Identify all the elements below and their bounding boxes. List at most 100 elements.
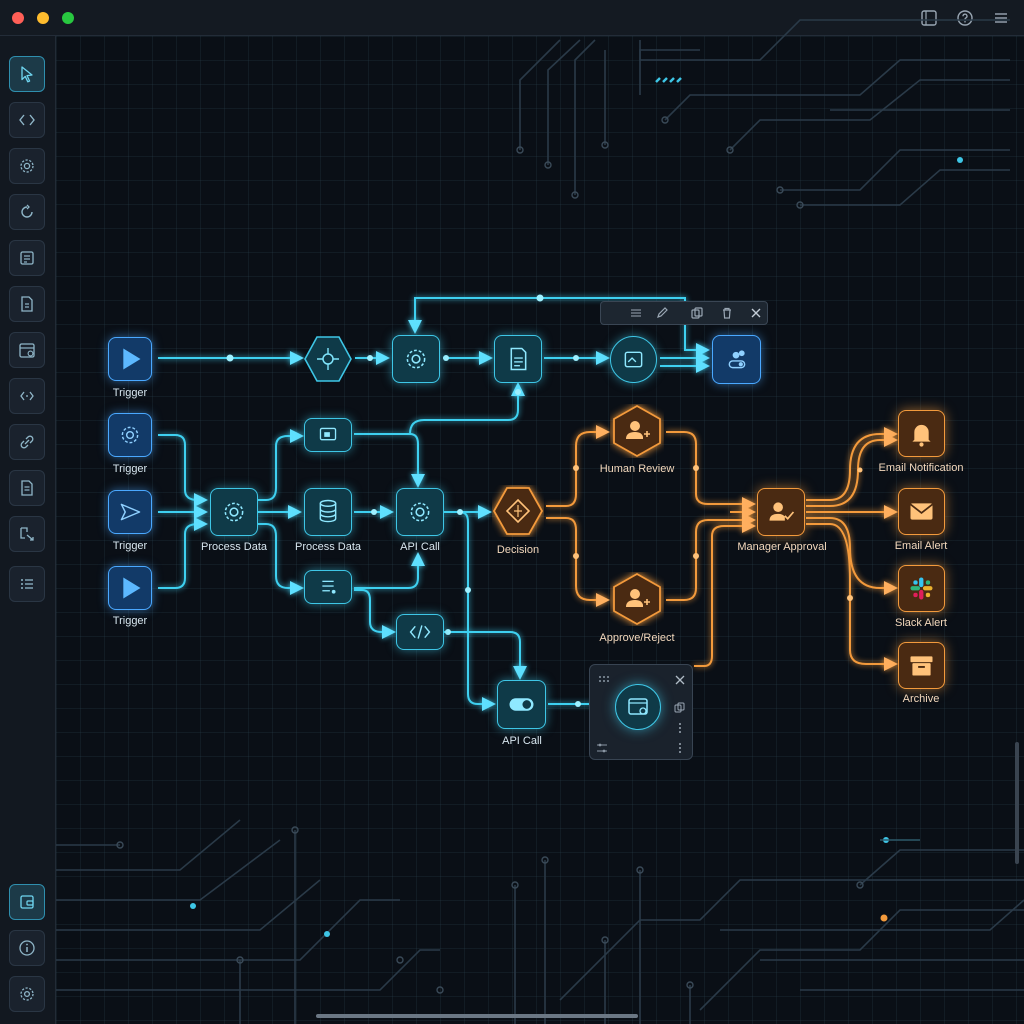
code-icon	[20, 391, 34, 401]
more-icon[interactable]	[674, 721, 686, 733]
browser-icon	[628, 698, 648, 715]
help-icon[interactable]	[956, 9, 974, 27]
email-notification-node[interactable]	[898, 410, 945, 457]
toggle-icon	[509, 698, 534, 711]
storage-node-selected[interactable]	[615, 684, 661, 730]
info-icon	[19, 940, 35, 956]
menu-icon[interactable]	[629, 306, 643, 320]
email-notification-label: Email Notification	[878, 462, 964, 474]
play-icon	[123, 348, 141, 370]
list-tool-button[interactable]	[9, 566, 45, 602]
form-tool-button[interactable]	[9, 240, 45, 276]
title-bar	[0, 0, 1024, 36]
wallet-icon	[20, 895, 34, 909]
gear-icon	[224, 502, 244, 522]
network-icon	[304, 336, 352, 382]
close-window-button[interactable]	[12, 12, 24, 24]
close-icon[interactable]	[674, 673, 686, 685]
user-add-icon	[613, 572, 661, 626]
document-node[interactable]	[494, 335, 542, 383]
grip-icon[interactable]	[598, 673, 610, 685]
approve-reject-label: Approve/Reject	[599, 632, 675, 644]
slack-icon	[910, 577, 933, 600]
document-icon	[510, 347, 527, 371]
document-icon	[21, 296, 33, 312]
link-tool-button[interactable]	[9, 424, 45, 460]
cursor-icon	[21, 66, 33, 83]
info-button[interactable]	[9, 930, 45, 966]
code-block-tool-button[interactable]	[9, 378, 45, 414]
trigger-node-2[interactable]	[108, 413, 152, 457]
delete-icon[interactable]	[720, 306, 734, 320]
mail-icon	[909, 503, 934, 520]
code-node[interactable]	[396, 614, 444, 650]
node-config-panel	[589, 664, 693, 760]
wallet-tool-button[interactable]	[9, 884, 45, 920]
trigger-node-4[interactable]	[108, 566, 152, 610]
calendar-icon	[19, 343, 35, 358]
monitor-icon	[319, 427, 337, 441]
database-icon	[319, 499, 337, 523]
email-alert-label: Email Alert	[894, 540, 948, 552]
human-review-node[interactable]	[610, 404, 664, 458]
minimize-window-button[interactable]	[37, 12, 49, 24]
code-icon	[19, 114, 35, 126]
copy-icon[interactable]	[674, 701, 686, 713]
file-tool-button[interactable]	[9, 470, 45, 506]
edit-icon[interactable]	[655, 306, 669, 320]
menu-icon[interactable]	[992, 9, 1010, 27]
approve-reject-node[interactable]	[610, 572, 664, 626]
diamond-icon	[492, 487, 544, 535]
storage-node[interactable]	[610, 336, 657, 383]
horizontal-scrollbar[interactable]	[316, 1014, 638, 1018]
schedule-tool-button[interactable]	[9, 332, 45, 368]
loop-tool-button[interactable]	[9, 194, 45, 230]
maximize-window-button[interactable]	[62, 12, 74, 24]
transform-tool-button[interactable]	[9, 516, 45, 552]
api-call-label-1: API Call	[400, 541, 440, 553]
more-icon[interactable]	[674, 741, 686, 753]
gear-icon	[406, 349, 426, 369]
settings-node[interactable]	[392, 335, 440, 383]
process-data-node-2[interactable]	[304, 488, 352, 536]
slack-alert-node[interactable]	[898, 565, 945, 612]
user-add-icon	[613, 404, 661, 458]
list-node[interactable]	[304, 570, 352, 604]
decision-node[interactable]	[492, 485, 544, 537]
form-icon	[20, 251, 34, 265]
loop-icon	[21, 204, 33, 218]
email-alert-node[interactable]	[898, 488, 945, 535]
copy-icon[interactable]	[690, 306, 704, 320]
process-data-label-1: Process Data	[200, 541, 268, 553]
panel-icon[interactable]	[920, 9, 938, 27]
close-icon[interactable]	[749, 306, 763, 320]
process-data-node-1[interactable]	[210, 488, 258, 536]
manager-approval-node[interactable]	[757, 488, 805, 536]
database-icon	[624, 351, 643, 368]
settings-icon	[20, 987, 34, 1001]
select-tool-button[interactable]	[9, 56, 45, 92]
gear-icon	[121, 426, 139, 444]
trigger-node-3[interactable]	[108, 490, 152, 534]
document-tool-button[interactable]	[9, 286, 45, 322]
api-call-node-2[interactable]	[497, 680, 546, 729]
list-icon	[322, 580, 336, 594]
send-icon	[120, 503, 141, 521]
output-node[interactable]	[712, 335, 761, 384]
api-call-node-1[interactable]	[396, 488, 444, 536]
trigger-label-4: Trigger	[112, 615, 148, 627]
vertical-scrollbar[interactable]	[1015, 742, 1019, 864]
archive-label: Archive	[902, 693, 940, 705]
gear-icon	[20, 159, 34, 173]
code-icon	[409, 625, 431, 639]
manager-approval-label: Manager Approval	[737, 541, 827, 553]
code-tool-button[interactable]	[9, 102, 45, 138]
settings-button[interactable]	[9, 976, 45, 1012]
play-icon	[123, 577, 141, 599]
settings-tool-button[interactable]	[9, 148, 45, 184]
router-node[interactable]	[303, 334, 353, 384]
trigger-node-1[interactable]	[108, 337, 152, 381]
calendar-node[interactable]	[304, 418, 352, 452]
archive-node[interactable]	[898, 642, 945, 689]
sliders-icon[interactable]	[596, 741, 608, 753]
